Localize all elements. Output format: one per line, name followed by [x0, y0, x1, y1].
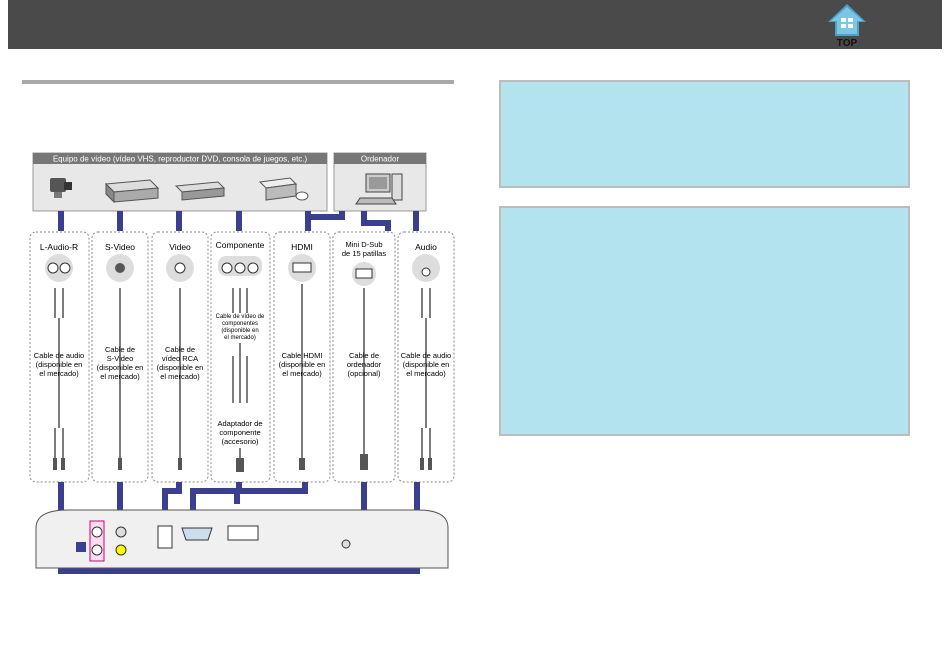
cable-label-component-4: el mercado) [224, 335, 256, 341]
port-icons [45, 254, 440, 286]
video-equipment-header [33, 153, 327, 164]
port-label-mini-dsub-1: Mini D-Sub [345, 240, 382, 249]
cable-label-component-1: Cable de vídeo de [216, 314, 265, 320]
cable-label-computer-3: (opcional) [348, 369, 381, 378]
cable-label-rca-4: el mercado) [160, 372, 200, 381]
computer-icon [355, 173, 403, 205]
dvd-player-icon [174, 181, 226, 201]
cable-label-audio2-1: Cable de audio [401, 351, 451, 360]
camcorder-icon [50, 178, 72, 198]
top-button[interactable]: TOP [826, 2, 868, 48]
cable-label-computer-1: Cable de [349, 351, 379, 360]
cable-columns [29, 231, 455, 483]
cable-label-svideo-3: (disponible en [97, 363, 144, 372]
device-connectors [58, 211, 419, 231]
top-label: TOP [837, 38, 858, 48]
cable-label-component-3: (disponible en [221, 328, 258, 334]
section-rule [22, 80, 454, 84]
info-box [499, 206, 910, 436]
port-label-audio-lr: L-Audio-R [40, 242, 78, 252]
header-bar [8, 0, 942, 49]
port-label-mini-dsub-2: de 15 patillas [342, 249, 386, 258]
cable-label-audio-1: Cable de audio [34, 351, 84, 360]
cable-label-hdmi-2: (disponible en [279, 360, 326, 369]
cable-label-hdmi-3: el mercado) [282, 369, 322, 378]
projector-panel [35, 509, 449, 569]
cable-label-rca-1: Cable de [165, 345, 195, 354]
game-console-icon [258, 177, 309, 201]
cable-label-audio-2: (disponible en [36, 360, 83, 369]
connection-diagram: Equipo de vídeo (vídeo VHS, reproductor … [29, 152, 455, 574]
port-label-hdmi: HDMI [291, 242, 313, 252]
top-icon [828, 4, 866, 36]
adapter-label-1: Adaptador de [217, 419, 262, 428]
cable-label-computer-2: ordenador [347, 360, 382, 369]
cable-label-svideo-4: el mercado) [100, 372, 140, 381]
video-equipment-label: Equipo de vídeo (vídeo VHS, reproductor … [53, 155, 308, 164]
computer-label: Ordenador [361, 155, 400, 164]
port-label-component: Componente [216, 240, 265, 250]
port-label-video: Video [169, 242, 191, 252]
adapter-label-2: componente [219, 428, 260, 437]
note-box [499, 80, 910, 188]
cable-label-svideo-2: S-Video [107, 354, 134, 363]
cable-label-rca-3: (disponible en [157, 363, 204, 372]
plug-ends [53, 454, 432, 472]
cable-label-hdmi-1: Cable HDMI [282, 351, 323, 360]
cable-label-audio-3: el mercado) [39, 369, 79, 378]
cable-label-rca-2: vídeo RCA [162, 354, 198, 363]
cable-label-svideo-1: Cable de [105, 345, 135, 354]
adapter-label-3: (accesorio) [221, 437, 259, 446]
port-label-audio: Audio [415, 242, 437, 252]
cable-label-audio2-3: el mercado) [406, 369, 446, 378]
cable-label-audio2-2: (disponible en [403, 360, 450, 369]
port-label-s-video: S-Video [105, 242, 135, 252]
computer-header [334, 153, 426, 164]
vcr-icon [104, 179, 160, 204]
cable-label-component-2: componentes [222, 321, 258, 327]
